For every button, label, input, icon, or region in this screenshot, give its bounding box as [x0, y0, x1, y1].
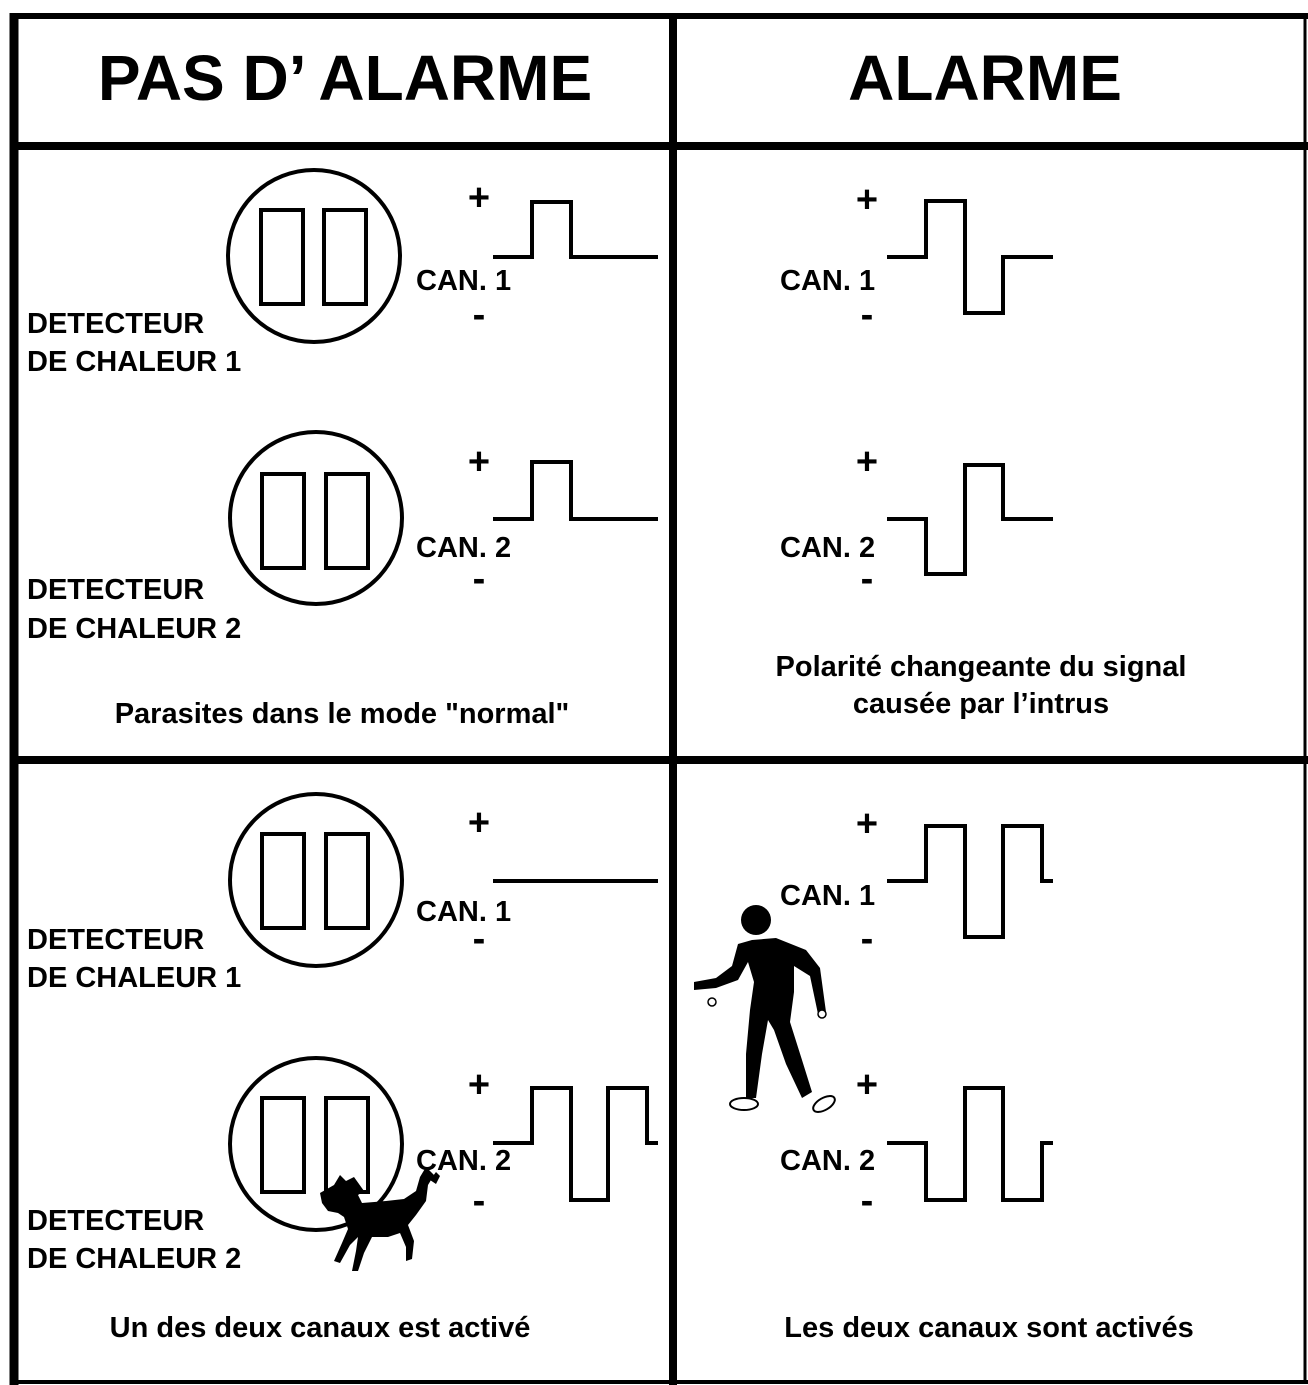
header-alarm: ALARME: [848, 42, 1122, 114]
signal-waveform: [887, 199, 1053, 315]
detector-label: DETECTEUR: [27, 924, 204, 956]
minus-sign: -: [473, 1180, 486, 1222]
caption: Les deux canaux sont activés: [784, 1312, 1193, 1344]
channel-label: CAN. 1: [416, 896, 511, 928]
minus-sign: -: [861, 294, 874, 336]
detector-label: DETECTEUR: [27, 308, 204, 340]
minus-sign: -: [861, 918, 874, 960]
panel-bottom-right: + CAN. 1 - + CAN. 2 - Les deux canaux so…: [694, 803, 1194, 1344]
detector-icon: [226, 168, 402, 344]
detector-icon: [228, 430, 404, 606]
walking-person-icon: [694, 905, 836, 1113]
plus-sign: +: [856, 803, 878, 845]
channel-label: CAN. 1: [780, 880, 875, 912]
signal-waveform: [887, 463, 1053, 576]
channel-label: CAN. 1: [780, 265, 875, 297]
caption: Parasites dans le mode "normal": [115, 698, 570, 730]
plus-sign: +: [856, 1064, 878, 1106]
signal-waveform: [493, 460, 658, 521]
signal-waveform: [887, 824, 1053, 939]
caption: Un des deux canaux est activé: [110, 1312, 531, 1344]
signal-waveform: [887, 1086, 1053, 1202]
detector-label: DE CHALEUR 1: [27, 346, 241, 378]
signal-waveform: [493, 200, 658, 259]
grid-frame: [9, 13, 1308, 1385]
channel-label: CAN. 1: [416, 265, 511, 297]
detector-label: DETECTEUR: [27, 574, 204, 606]
plus-sign: +: [468, 802, 490, 844]
channel-label: CAN. 2: [780, 1145, 875, 1177]
minus-sign: -: [473, 294, 486, 336]
caption: causée par l’intrus: [853, 688, 1109, 720]
signal-waveform: [493, 1086, 658, 1202]
detector-label: DE CHALEUR 2: [27, 1243, 241, 1275]
plus-sign: +: [468, 177, 490, 219]
plus-sign: +: [468, 1064, 490, 1106]
plus-sign: +: [856, 179, 878, 221]
channel-label: CAN. 2: [780, 532, 875, 564]
panel-bottom-left: + - CAN. 1 DETECTEUR DE CHALEUR 1 + - CA…: [27, 792, 658, 1344]
plus-sign: +: [468, 441, 490, 483]
minus-sign: -: [861, 1180, 874, 1222]
channel-label: CAN. 2: [416, 1145, 511, 1177]
detector-label: DETECTEUR: [27, 1205, 204, 1237]
panel-top-right: + CAN. 1 - + CAN. 2 - Polarité changeant…: [776, 179, 1187, 720]
header-no-alarm: PAS D’ ALARME: [98, 42, 592, 114]
channel-label: CAN. 2: [416, 532, 511, 564]
minus-sign: -: [473, 558, 486, 600]
panel-top-left: + - CAN. 1 DETECTEUR DE CHALEUR 1 + - CA…: [27, 168, 658, 730]
detector-label: DE CHALEUR 1: [27, 962, 241, 994]
detector-icon: [228, 792, 404, 968]
detector-label: DE CHALEUR 2: [27, 613, 241, 645]
plus-sign: +: [856, 441, 878, 483]
caption: Polarité changeante du signal: [776, 651, 1187, 683]
minus-sign: -: [861, 558, 874, 600]
minus-sign: -: [473, 918, 486, 960]
dog-icon: [320, 1167, 440, 1271]
